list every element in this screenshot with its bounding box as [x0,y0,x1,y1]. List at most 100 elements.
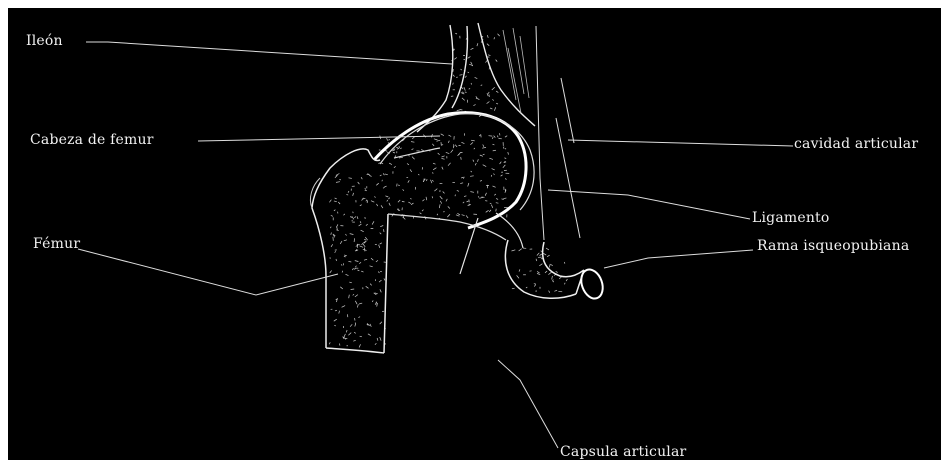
stipple-mark [350,216,351,217]
stipple-mark [375,343,377,344]
stipple-mark [437,140,441,141]
stipple-mark [453,75,454,77]
stipple-mark [455,33,457,34]
stipple-mark [498,34,500,36]
stipple-mark [389,163,392,165]
stipple-mark [385,151,387,152]
stipple-mark [454,58,457,60]
stipple-mark [549,291,550,293]
stipple-mark [460,183,463,184]
stipple-mark [534,284,536,286]
stipple-mark [334,210,336,211]
stipple-mark [370,266,373,267]
stipple-mark [399,146,400,148]
stipple-mark [363,244,365,247]
leader-line-ileon [86,42,452,64]
stipple-mark [350,324,352,326]
stipple-mark [478,159,479,162]
stipple-mark [370,176,372,177]
stipple-mark [367,200,368,203]
stipple-mark [480,181,482,182]
stipple-mark [394,166,396,167]
stipple-mark [494,107,495,111]
stipple-mark [508,152,509,155]
stipple-mark [440,201,441,204]
stipple-mark [471,171,472,172]
stipple-mark [400,148,401,149]
leader-line-capsula [498,360,558,448]
stipple-mark [496,203,499,204]
stipple-mark [349,282,352,283]
stipple-mark [457,213,460,215]
stipple-mark [519,269,520,271]
stipple-mark [461,69,462,70]
stipple-mark [397,209,400,210]
stipple-mark [380,271,382,272]
label-cavidad-articular: cavidad articular [794,136,918,152]
stipple-mark [512,250,516,251]
stipple-mark [361,177,362,179]
stipple-mark [461,87,463,89]
stipple-mark [355,261,359,262]
stipple-mark [403,217,406,220]
stipple-mark [358,317,360,318]
stipple-mark [348,333,351,336]
stipple-mark [432,180,433,181]
stipple-mark [421,150,424,151]
stipple-mark [359,224,362,226]
stipple-mark [348,191,349,193]
stipple-mark [384,186,386,187]
stipple-mark [388,140,389,141]
stipple-mark [537,271,539,273]
stipple-mark [496,199,498,200]
stipple-mark [371,201,374,203]
stipple-mark [336,174,340,176]
stipple-mark [463,202,464,203]
stipple-mark [491,175,492,177]
stipple-mark [494,194,496,195]
stipple-mark [355,301,357,304]
stipple-mark [462,98,465,101]
stipple-mark [342,306,346,308]
stipple-mark [468,72,469,73]
stipple-mark [473,160,474,162]
stipple-mark [551,265,553,266]
stipple-mark [372,221,374,224]
stipple-mark [331,233,332,235]
stipple-mark [346,330,347,332]
capsule-lines [460,213,523,274]
stipple-mark [361,230,364,232]
stipple-mark [448,141,449,143]
stipple-mark [350,234,354,235]
stipple-mark [539,264,542,266]
stipple-mark [380,289,381,292]
stipple-mark [441,134,444,136]
stipple-mark [456,215,459,216]
stipple-mark [543,253,546,255]
stipple-mark [462,215,465,216]
stipple-mark [446,199,447,202]
stipple-mark [330,271,332,274]
stipple-mark [427,179,428,181]
stipple-mark [537,253,539,256]
stipple-mark [526,287,527,288]
stipple-mark [467,201,469,202]
stipple-mark [389,203,390,206]
stipple-mark [457,190,459,191]
stipple-mark [385,196,388,197]
stipple-mark [494,174,495,176]
stipple-mark [433,163,436,164]
stipple-mark [466,215,468,218]
stipple-mark [354,238,355,242]
stipple-mark [459,75,462,76]
stipple-mark [471,48,474,49]
stipple-mark [480,155,483,156]
stipple-mark [358,182,360,184]
stipple-mark [553,280,554,282]
stipple-mark [548,272,551,274]
stipple-mark [469,88,470,89]
stipple-mark [440,196,443,199]
stipple-mark [334,325,336,326]
stipple-mark [490,108,492,109]
stipple-mark [501,175,503,176]
